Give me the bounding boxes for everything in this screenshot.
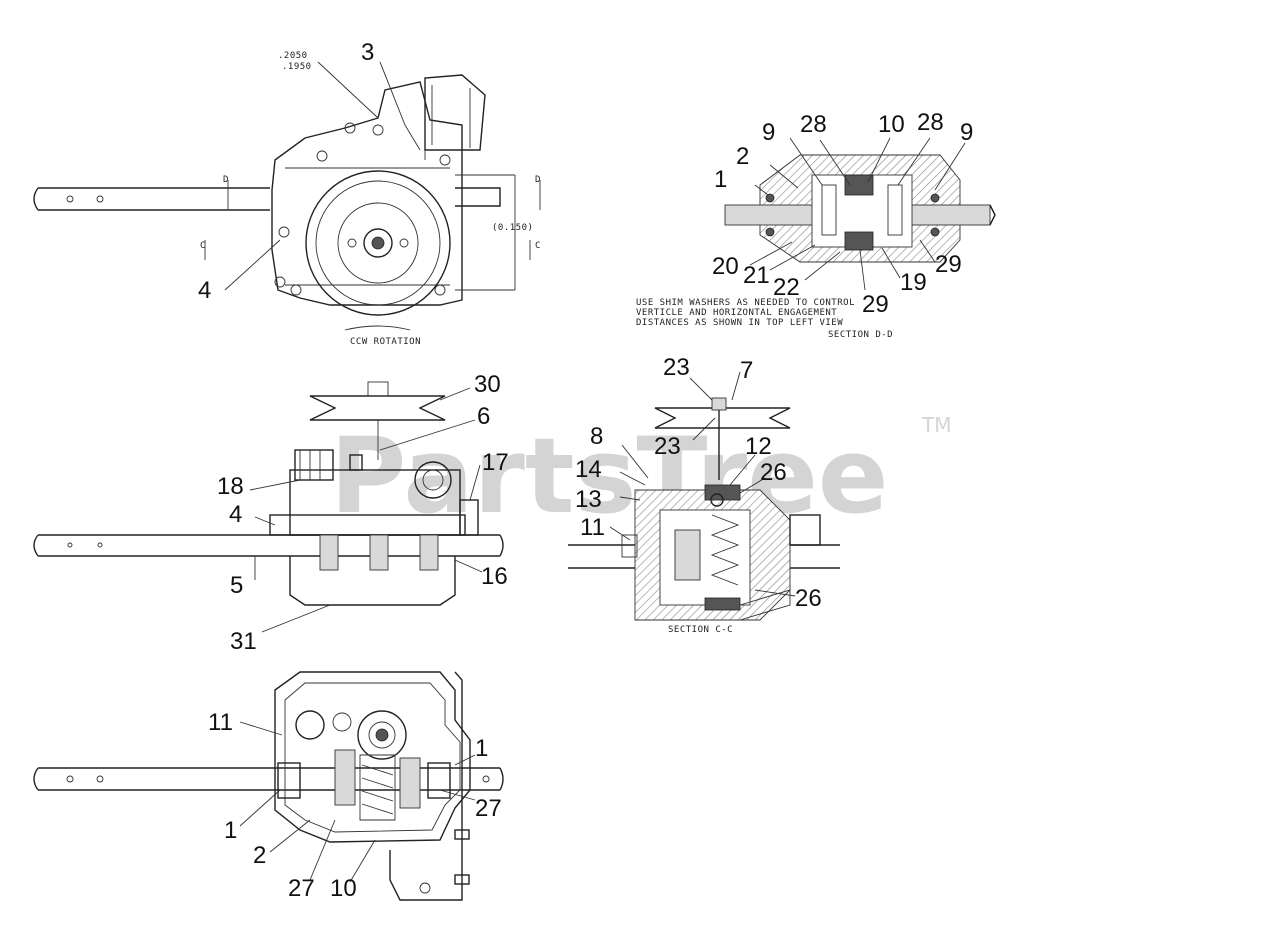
callout-dd-19: 19 — [900, 269, 927, 296]
callout-side-16: 16 — [481, 563, 508, 590]
callout-dd-9a: 9 — [762, 119, 775, 146]
callout-dd-28a: 28 — [800, 111, 827, 138]
bottom-view — [33, 671, 504, 901]
callout-dd-22: 22 — [773, 274, 800, 301]
section-marker-c-right: C — [535, 241, 541, 251]
callout-side-31: 31 — [230, 628, 257, 655]
dimension-right: (0.150) — [492, 223, 533, 233]
top-view — [33, 61, 541, 331]
callout-bottom-1b: 1 — [224, 817, 237, 844]
callout-cc-7: 7 — [740, 357, 753, 384]
callout-cc-26a: 26 — [760, 459, 787, 486]
callout-side-17: 17 — [482, 449, 509, 476]
section-dd-label: SECTION D-D — [828, 330, 893, 340]
callout-side-30: 30 — [474, 371, 501, 398]
section-marker-d-left: D — [223, 175, 229, 185]
rotation-label: CCW ROTATION — [350, 337, 421, 347]
callout-top-3: 3 — [361, 39, 374, 66]
callout-bottom-10: 10 — [330, 875, 357, 902]
watermark-text: PartsTree — [330, 415, 888, 537]
section-cc-view — [568, 371, 840, 621]
callout-cc-14: 14 — [575, 456, 602, 483]
callout-side-5: 5 — [230, 572, 243, 599]
callout-cc-8: 8 — [590, 423, 603, 450]
callout-cc-13: 13 — [575, 486, 602, 513]
callout-cc-12: 12 — [745, 433, 772, 460]
callout-cc-23a: 23 — [663, 354, 690, 381]
side-view — [33, 381, 504, 633]
note-line-1: USE SHIM WASHERS AS NEEDED TO CONTROL — [636, 298, 855, 308]
callout-side-4: 4 — [229, 501, 242, 528]
dimension-dia-top: .2050 — [278, 51, 308, 61]
callout-side-6: 6 — [477, 403, 490, 430]
callout-bottom-2: 2 — [253, 842, 266, 869]
callout-bottom-27b: 27 — [288, 875, 315, 902]
callout-dd-9b: 9 — [960, 119, 973, 146]
callout-bottom-11: 11 — [208, 709, 233, 736]
callout-cc-26b: 26 — [795, 585, 822, 612]
callout-dd-29a: 29 — [862, 291, 889, 318]
callout-top-4: 4 — [198, 277, 211, 304]
dimension-dia-bottom: .1950 — [282, 62, 312, 72]
callout-dd-29b: 29 — [935, 251, 962, 278]
callout-dd-20: 20 — [712, 253, 739, 280]
callout-dd-10: 10 — [878, 111, 905, 138]
callout-dd-2: 2 — [736, 143, 749, 170]
note-line-3: DISTANCES AS SHOWN IN TOP LEFT VIEW — [636, 318, 843, 328]
callout-dd-21: 21 — [743, 262, 770, 289]
callout-bottom-27a: 27 — [475, 795, 502, 822]
section-marker-c-left: C — [200, 241, 206, 251]
callout-side-18: 18 — [217, 473, 244, 500]
callout-cc-23b: 23 — [654, 433, 681, 460]
note-line-2: VERTICLE AND HORIZONTAL ENGAGEMENT — [636, 308, 837, 318]
section-dd-view — [724, 137, 996, 291]
callout-dd-1: 1 — [714, 166, 727, 193]
callout-cc-11: 11 — [580, 514, 605, 541]
section-marker-d-right: D — [535, 175, 541, 185]
section-cc-label: SECTION C-C — [668, 625, 733, 635]
watermark-tm: TM — [921, 413, 951, 437]
callout-dd-28b: 28 — [917, 109, 944, 136]
callout-bottom-1a: 1 — [475, 735, 488, 762]
